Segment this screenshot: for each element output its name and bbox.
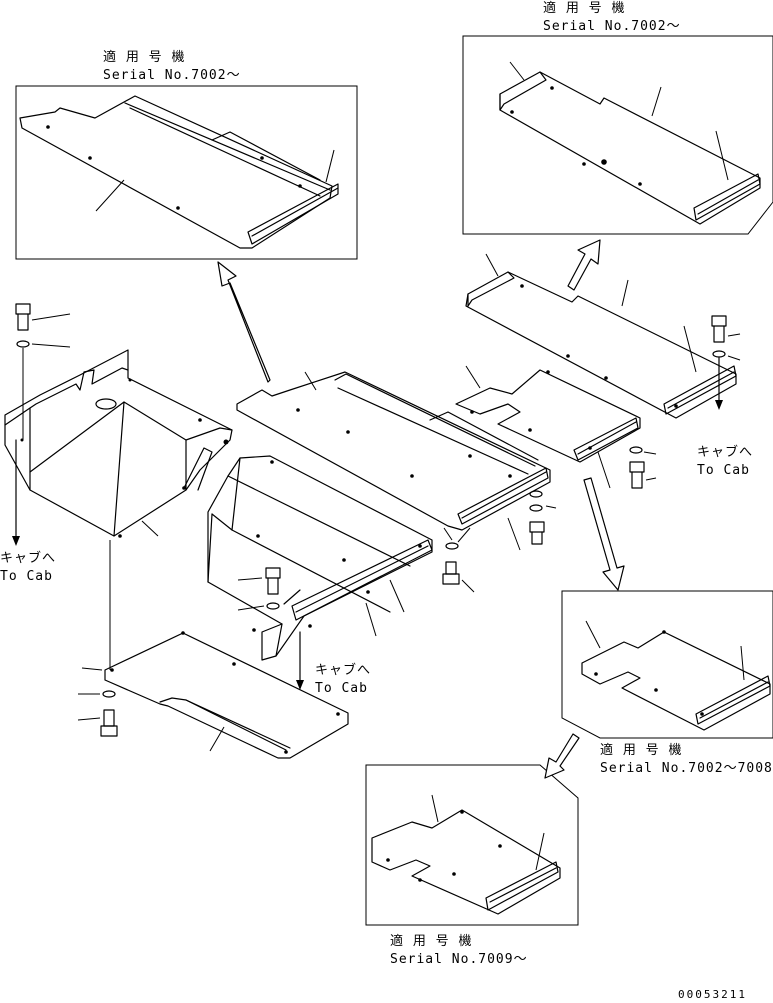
washer-upper-left bbox=[16, 340, 71, 348]
fasteners-center-bottom bbox=[442, 490, 557, 593]
lower-left-plate bbox=[104, 631, 349, 759]
to-cab-right-jp: キャブへ bbox=[697, 444, 753, 460]
fasteners-center-left bbox=[237, 567, 281, 611]
inset-mid-right: 適 用 号 機 Serial No.7002～7008 bbox=[561, 590, 773, 776]
main-floor-plate bbox=[236, 371, 551, 531]
document-number: 00053211 bbox=[678, 988, 747, 1001]
to-cab-center-en: To Cab bbox=[315, 681, 368, 696]
arrow-to-inset-mid-right bbox=[583, 477, 625, 591]
inset-bottom-applicable-label: 適 用 号 機 bbox=[390, 933, 472, 949]
inset-top-left-serial: Serial No.7002～ bbox=[103, 68, 241, 83]
inset-top-right-frame bbox=[462, 35, 773, 235]
inset-mid-right-serial: Serial No.7002～7008 bbox=[600, 761, 773, 776]
inset-bottom-frame bbox=[365, 764, 579, 926]
inset-top-right-serial: Serial No.7002～ bbox=[543, 19, 681, 34]
floor-plate-inset-top-right bbox=[499, 71, 761, 225]
inset-top-left-frame bbox=[15, 85, 358, 260]
inset-bottom: 適 用 号 機 Serial No.7009～ bbox=[365, 764, 579, 967]
inset-bottom-serial: Serial No.7009～ bbox=[390, 952, 528, 967]
to-cab-right-en: To Cab bbox=[697, 463, 750, 478]
inset-mid-right-frame bbox=[561, 590, 773, 739]
sub-floor-plate bbox=[455, 365, 641, 489]
inset-mid-right-applicable-label: 適 用 号 機 bbox=[600, 742, 682, 758]
to-cab-arrow-right: キャブへ To Cab bbox=[697, 357, 753, 478]
upper-right-plate bbox=[465, 253, 737, 419]
fasteners-lower-left bbox=[77, 667, 118, 737]
inset-top-left-applicable-label: 適 用 号 機 bbox=[103, 49, 185, 65]
arrow-to-inset-top-left bbox=[217, 261, 271, 383]
fasteners-right bbox=[629, 315, 741, 489]
to-cab-left-jp: キャブへ bbox=[0, 550, 56, 566]
to-cab-center-jp: キャブへ bbox=[315, 662, 371, 678]
center-bracket-frame bbox=[207, 455, 433, 661]
sub-floor-plate-inset-bottom bbox=[371, 809, 561, 915]
arrow-to-inset-top-right bbox=[567, 239, 601, 291]
to-cab-arrow-left: キャブへ To Cab bbox=[0, 439, 56, 584]
to-cab-arrow-center: キャブへ To Cab bbox=[296, 631, 371, 696]
to-cab-left-en: To Cab bbox=[0, 569, 53, 584]
bolt-upper-left bbox=[15, 303, 71, 331]
inset-top-right-applicable-label: 適 用 号 機 bbox=[543, 0, 625, 16]
inset-top-left: 適 用 号 機 Serial No.7002～ bbox=[15, 49, 358, 260]
box-cover bbox=[4, 349, 233, 538]
sub-floor-plate-inset-mid-right bbox=[581, 630, 771, 731]
arrow-to-inset-bottom bbox=[544, 733, 580, 779]
inset-top-right: 適 用 号 機 Serial No.7002～ bbox=[462, 0, 773, 235]
floor-plate-inset-top-left bbox=[19, 95, 339, 249]
